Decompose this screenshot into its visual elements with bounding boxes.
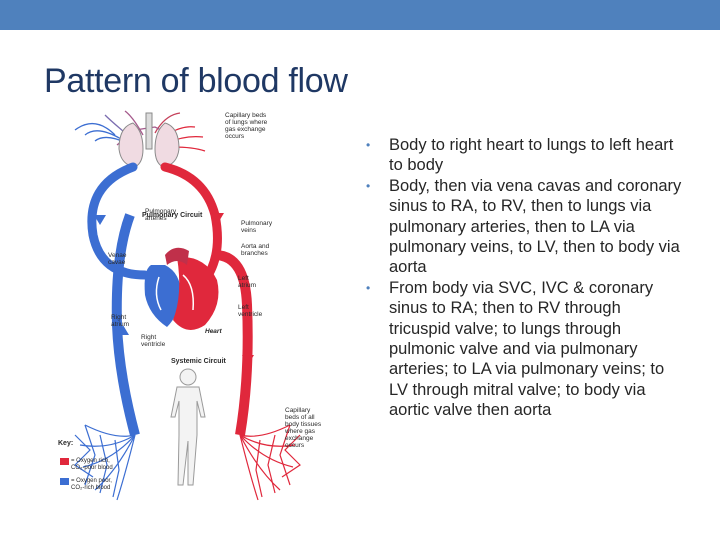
systemic-capillaries-venous <box>74 424 136 501</box>
key-title: Key: <box>58 440 73 447</box>
venae-cavae-vessel <box>111 213 140 437</box>
key-swatch-oxygen-poor <box>60 478 69 485</box>
svg-text:= Oxygen rich,CO₂-poor blood: = Oxygen rich,CO₂-poor blood <box>71 458 113 471</box>
lungs-illustration <box>118 112 180 168</box>
label-venae-cavae: Venae <box>108 252 127 259</box>
label-aorta-branches: Aorta and <box>241 243 270 250</box>
human-body-illustration <box>170 368 206 486</box>
slide-title: Pattern of blood flow <box>44 62 348 100</box>
bullet-text: Body, then via vena cavas and coronary s… <box>389 176 682 277</box>
key-label-oxygen-rich: = Oxygen rich, <box>71 458 110 464</box>
bullet-list: • Body to right heart to lungs to left he… <box>366 135 686 421</box>
bullet-icon: • <box>366 178 371 193</box>
label-systemic-circuit: Systemic Circuit <box>171 358 227 365</box>
bullet-item: • Body, then via vena cavas and coronary … <box>366 176 686 278</box>
label-capillary-lungs: Capillary beds <box>225 112 267 119</box>
bullet-item: • From body via SVC, IVC & coronary sinus… <box>366 278 686 421</box>
legend-key: Key: = Oxygen rich,CO₂-poor blood = Oxyg… <box>58 440 113 491</box>
label-pulmonary-circuit: Pulmonary Circuit <box>142 212 203 219</box>
key-label-oxygen-poor: = Oxygen poor, <box>71 478 112 484</box>
bullet-icon: • <box>366 280 371 295</box>
arrow-icon <box>94 215 106 225</box>
svg-text:= Oxygen poor,CO₂-rich blood: = Oxygen poor,CO₂-rich blood <box>71 478 112 491</box>
bullet-text: Body to right heart to lungs to left hea… <box>389 136 674 175</box>
bullet-item: • Body to right heart to lungs to left he… <box>366 135 686 176</box>
key-swatch-oxygen-rich <box>60 458 69 465</box>
label-pulmonary-veins: Pulmonary <box>241 220 273 227</box>
bullet-text: From body via SVC, IVC & coronary sinus … <box>389 278 665 420</box>
bullet-icon: • <box>366 138 371 152</box>
arrow-icon <box>117 325 129 335</box>
label-pulmonary-arteries: Pulmonary <box>145 208 177 215</box>
accent-bar <box>0 0 720 30</box>
label-left-ventricle: Left <box>238 304 249 311</box>
label-right-ventricle: Right <box>141 334 156 341</box>
arrow-icon <box>242 355 254 365</box>
heart-illustration <box>144 247 219 330</box>
arrow-icon <box>212 213 224 223</box>
aorta-vessel <box>214 250 253 436</box>
label-heart: Heart <box>205 328 222 335</box>
label-right-atrium: Right <box>111 314 126 321</box>
label-capillary-body: Capillary <box>285 407 311 414</box>
label-left-atrium: Left <box>238 275 249 282</box>
systemic-capillaries-arterial <box>239 424 301 501</box>
